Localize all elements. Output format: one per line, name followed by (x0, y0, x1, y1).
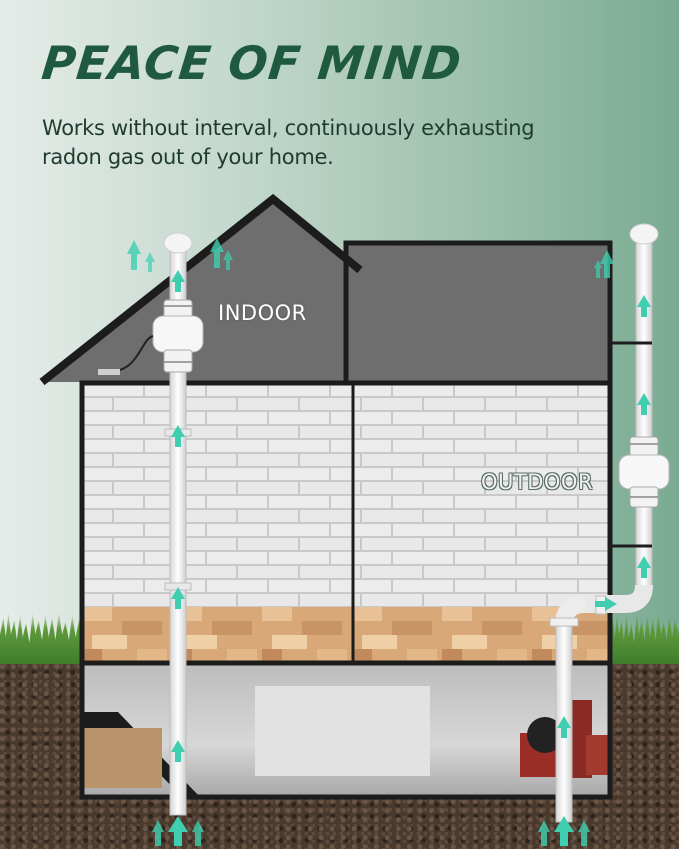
indoor-label: INDOOR (218, 301, 307, 325)
indoor-radon-fan-icon (98, 299, 204, 375)
indoor-radon-pipe (163, 232, 193, 816)
page-subtitle: Works without interval, continuously exh… (42, 116, 535, 169)
roof (39, 193, 613, 386)
house-walls (79, 380, 613, 800)
outdoor-label: OUTDOOR (481, 470, 594, 494)
airflow-arrow-icon (127, 238, 651, 846)
outdoor-radon-fan-icon (618, 436, 670, 508)
